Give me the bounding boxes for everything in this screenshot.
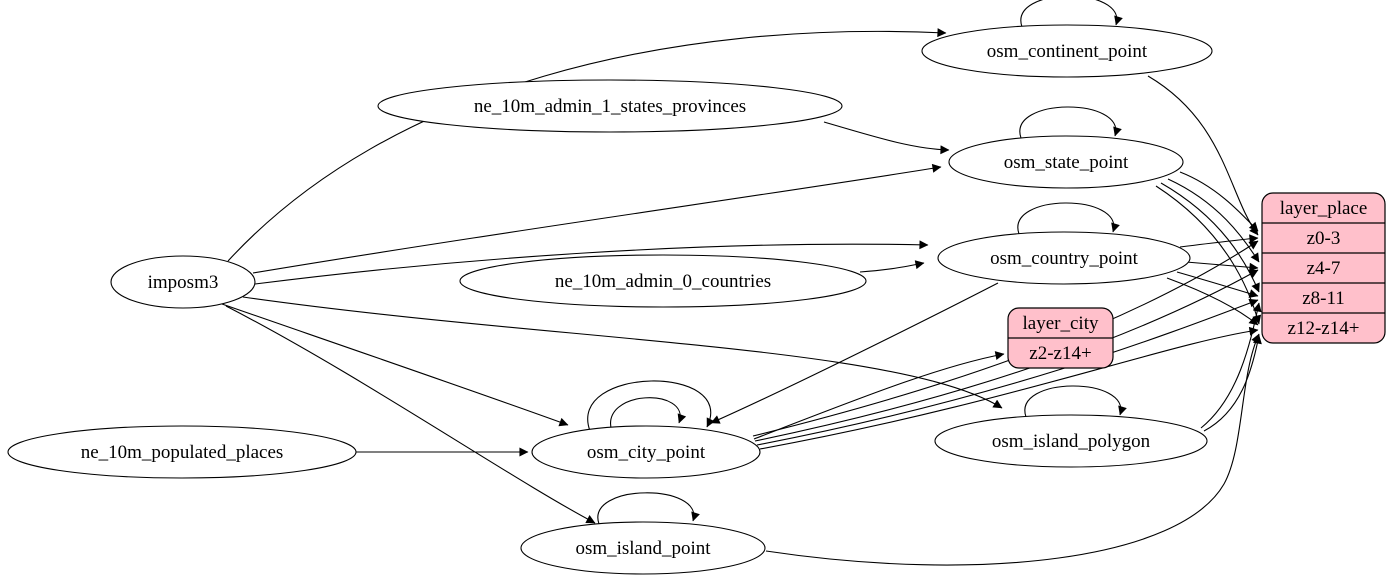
node-osm_island_polygon: osm_island_polygon <box>934 414 1208 468</box>
layer_place-row-z8-11: z8-11 <box>1302 288 1345 309</box>
osm_island_polygon-label: osm_island_polygon <box>992 431 1151 452</box>
edge-imposm3--osm_country_point <box>254 240 929 285</box>
node-ne_10m_populated_places: ne_10m_populated_places <box>7 425 357 479</box>
edge-imposm3--osm_state_point <box>252 163 942 274</box>
layer_place-title: layer_place <box>1280 198 1368 219</box>
layer_place-box <box>1261 192 1386 344</box>
ne_10m_admin_0_countries-label: ne_10m_admin_0_countries <box>555 271 771 292</box>
edge-osm_city_point--osm_city_point <box>587 380 715 432</box>
node-layer_place: layer_place z0-3 z4-7 z8-11 z12-z14+ <box>1261 192 1386 344</box>
node-ne_10m_admin_0_countries: ne_10m_admin_0_countries <box>459 254 867 308</box>
edge-ne_10m_admin_0_countries--osm_country_point <box>859 260 925 273</box>
layer_place-row-z4-7: z4-7 <box>1307 258 1341 279</box>
edge-osm_city_point--layer_city:z2-z14+ <box>753 351 1005 440</box>
edge-osm_island_polygon--layer_place:z12-z14+ <box>1203 334 1262 432</box>
ne_10m_admin_1_states_provinces-ellipse <box>377 79 843 133</box>
edge-osm_island_point--layer_place:z12-z14+ <box>765 333 1260 566</box>
nodes-layer: imposm3 ne_10m_admin_1_states_provincesne… <box>7 24 1386 575</box>
osm_country_point-label: osm_country_point <box>990 248 1138 269</box>
osm_island_point-label: osm_island_point <box>575 538 711 559</box>
node-osm_city_point: osm_city_point <box>531 425 761 479</box>
layer_city-title: layer_city <box>1023 313 1099 334</box>
node-layer_city: layer_city z2-z14+ <box>1007 307 1114 369</box>
osm_state_point-ellipse <box>948 135 1184 189</box>
edge-osm_state_point--layer_place:z4-7 <box>1167 178 1260 263</box>
edge-imposm3--osm_continent_point <box>227 28 947 262</box>
edge-osm_island_polygon--layer_place:z8-11 <box>1200 302 1262 429</box>
edge-osm_country_point--layer_place:z0-3 <box>1179 234 1259 248</box>
osm_city_point-ellipse <box>531 425 761 479</box>
edge-imposm3--osm_city_point <box>221 303 569 427</box>
osm_continent_point-ellipse <box>921 24 1213 78</box>
imposm3-ellipse <box>110 255 256 309</box>
osm_continent_point-label: osm_continent_point <box>987 41 1148 62</box>
edge-osm_country_point--layer_place:z12-z14+ <box>1166 277 1259 326</box>
edge-osm_state_point--layer_place:z0-3 <box>1179 171 1259 232</box>
edge-osm_city_point--osm_city_point <box>610 397 687 433</box>
node-osm_state_point: osm_state_point <box>948 135 1184 189</box>
ne_10m_populated_places-label: ne_10m_populated_places <box>81 442 284 463</box>
edge-osm_city_point--layer_place:z8-11 <box>756 298 1259 446</box>
edge-imposm3--osm_island_point <box>225 305 596 524</box>
layer_place-row-z0-3: z0-3 <box>1307 228 1341 249</box>
imposm3-label: imposm3 <box>148 272 219 293</box>
edge-osm_city_point--layer_place:z12-z14+ <box>759 326 1259 450</box>
edge-osm_country_point--layer_place:z4-7 <box>1185 261 1259 272</box>
osm_city_point-label: osm_city_point <box>587 442 706 463</box>
osm_island_point-ellipse <box>520 521 766 575</box>
node-osm_island_point: osm_island_point <box>520 521 766 575</box>
node-osm_continent_point: osm_continent_point <box>921 24 1213 78</box>
edge-osm_continent_point--layer_place:z0-3 <box>1147 75 1259 236</box>
edge-osm_state_point--layer_place:z8-11 <box>1160 182 1260 293</box>
edge-osm_country_point--osm_country_point <box>1017 202 1120 235</box>
osm_country_point-ellipse <box>937 231 1191 285</box>
edge-osm_country_point--layer_place:z8-11 <box>1176 271 1259 298</box>
edge-imposm3--osm_island_polygon <box>242 296 1003 409</box>
ne_10m_admin_0_countries-ellipse <box>459 254 867 308</box>
osm_state_point-label: osm_state_point <box>1004 152 1129 173</box>
osm_island_polygon-ellipse <box>934 414 1208 468</box>
layer_city-row-z2-z14+: z2-z14+ <box>1029 343 1091 364</box>
edge-osm_state_point--osm_state_point <box>1019 106 1122 139</box>
edge-osm_island_polygon--osm_island_polygon <box>1024 385 1127 418</box>
edge-osm_island_point--osm_island_point <box>597 492 700 525</box>
edge-ne_10m_admin_1_states_provinces--osm_state_point <box>823 121 950 155</box>
ne_10m_populated_places-ellipse <box>7 425 357 479</box>
node-osm_country_point: osm_country_point <box>937 231 1191 285</box>
edge-osm_continent_point--osm_continent_point <box>1020 0 1123 28</box>
edge-osm_country_point--osm_city_point <box>710 282 999 424</box>
ne_10m_admin_1_states_provinces-label: ne_10m_admin_1_states_provinces <box>474 96 746 117</box>
node-ne_10m_admin_1_states_provinces: ne_10m_admin_1_states_provinces <box>377 79 843 133</box>
node-imposm3: imposm3 <box>110 255 256 309</box>
layer_place-row-z12-z14+: z12-z14+ <box>1288 318 1360 339</box>
